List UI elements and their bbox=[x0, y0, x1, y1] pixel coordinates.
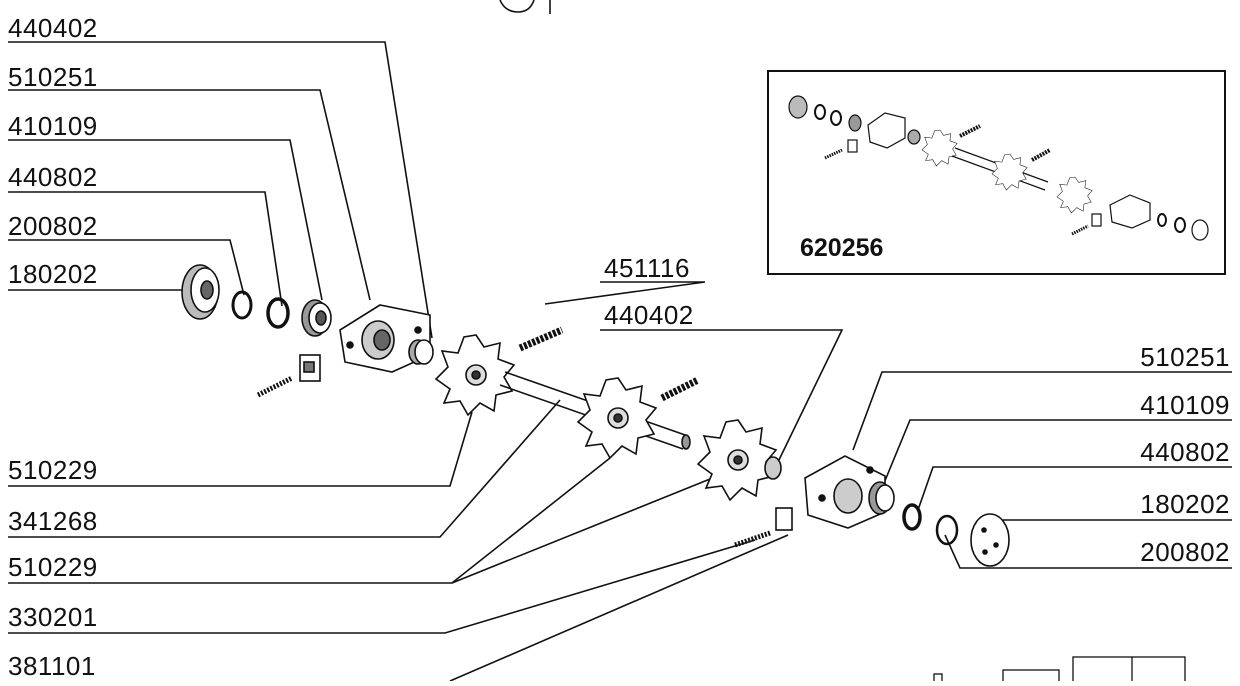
block-left bbox=[299, 354, 321, 382]
circlip-right bbox=[902, 503, 922, 531]
key-2 bbox=[660, 376, 700, 402]
flange-right bbox=[970, 513, 1010, 567]
label-510229-b: 510229 bbox=[8, 552, 98, 582]
sprocket-3 bbox=[696, 419, 778, 502]
label-440802-left: 440802 bbox=[8, 162, 98, 192]
stamp-fragments bbox=[933, 656, 1186, 686]
circlip-left bbox=[266, 297, 290, 329]
label-330201: 330201 bbox=[8, 602, 98, 632]
screw-left bbox=[256, 375, 294, 398]
label-440402-mid: 440402 bbox=[604, 300, 694, 330]
label-200802-left: 200802 bbox=[8, 211, 98, 241]
label-180202-right: 180202 bbox=[1140, 489, 1230, 519]
label-451116: 451116 bbox=[604, 253, 690, 283]
right-leader-lines bbox=[852, 371, 1232, 569]
leader-440402 bbox=[600, 329, 844, 463]
main-assembly bbox=[181, 264, 1010, 567]
key-1 bbox=[518, 326, 564, 352]
title-fragment bbox=[499, 0, 535, 13]
label-440802-right: 440802 bbox=[1140, 437, 1230, 467]
label-381101: 381101 bbox=[8, 651, 96, 681]
label-410109-right: 410109 bbox=[1140, 390, 1230, 420]
bushing-left bbox=[408, 339, 434, 365]
block-right bbox=[775, 507, 793, 531]
label-200802-right: 200802 bbox=[1140, 537, 1230, 567]
ring-left bbox=[231, 290, 253, 320]
flange-left bbox=[181, 264, 220, 320]
sprocket-2 bbox=[576, 377, 658, 460]
housing-left bbox=[339, 304, 431, 373]
screw-right bbox=[734, 530, 771, 548]
label-510251-left: 510251 bbox=[8, 62, 98, 92]
label-510251-right: 510251 bbox=[1140, 342, 1230, 372]
label-180202-left: 180202 bbox=[8, 259, 98, 289]
left-bottom-leader-lines bbox=[8, 399, 789, 682]
bushing-right bbox=[764, 456, 782, 480]
label-341268: 341268 bbox=[8, 506, 98, 536]
left-leader-lines bbox=[8, 41, 433, 339]
bearing-left bbox=[301, 299, 332, 337]
bearing-right bbox=[868, 481, 895, 515]
label-410109-left: 410109 bbox=[8, 111, 98, 141]
sprocket-1 bbox=[434, 334, 516, 417]
ring-right bbox=[935, 514, 959, 546]
inset-title: 620256 bbox=[800, 234, 884, 262]
leader-451116 bbox=[544, 281, 706, 305]
inset-assembly bbox=[788, 95, 1209, 241]
label-440402-left: 440402 bbox=[8, 13, 98, 43]
inset-box bbox=[767, 70, 1226, 275]
label-510229-a: 510229 bbox=[8, 455, 98, 485]
